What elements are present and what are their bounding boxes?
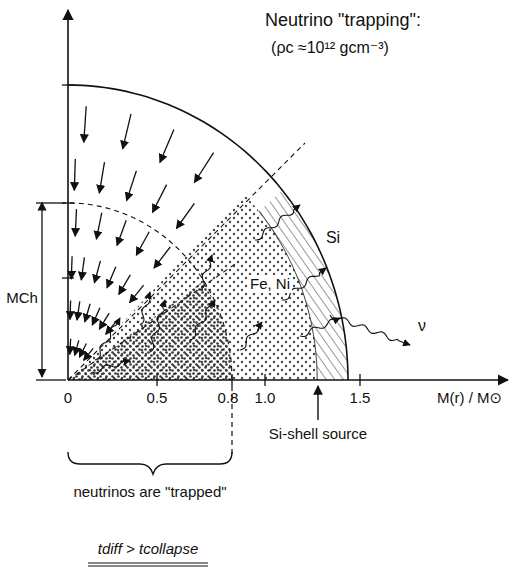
infall-arrow	[74, 159, 75, 191]
infall-arrow	[107, 267, 116, 288]
infall-arrow	[70, 339, 71, 355]
infall-arrow	[130, 285, 144, 303]
infall-arrow	[99, 313, 109, 329]
infall-arrow	[160, 129, 174, 162]
infall-arrow	[154, 247, 170, 268]
axis-label: MCh	[4, 289, 40, 306]
infall-arrow	[94, 261, 100, 283]
shell-label: Si	[324, 229, 342, 247]
shell-boundary	[259, 211, 317, 380]
neutrino-path	[240, 322, 262, 350]
infall-arrow	[92, 308, 100, 325]
neutrino-path	[140, 292, 150, 325]
axis-label: M(r) / M⊙	[437, 389, 502, 406]
dashed-diagonal	[68, 143, 305, 380]
infall-arrow	[84, 348, 94, 360]
shell-source-label: Si-shell source	[269, 425, 367, 442]
infall-arrow	[153, 185, 167, 213]
infall-arrow	[176, 203, 194, 228]
dashed-diagonal	[68, 262, 238, 380]
infall-arrow	[194, 153, 213, 183]
stellar-surface-arc	[68, 85, 348, 380]
neutrino-label: ν	[418, 317, 426, 335]
infall-arrow	[117, 220, 126, 245]
title: Neutrino "trapping":	[265, 10, 421, 31]
core-label: Fe, Ni	[248, 275, 292, 292]
infall-arrow	[81, 257, 84, 280]
trapping-note: neutrinos are "trapped"	[73, 483, 226, 500]
tick-label: 0.5	[147, 389, 168, 406]
infall-arrow	[84, 106, 86, 142]
infall-arrow	[79, 344, 86, 358]
infall-arrow	[75, 340, 79, 355]
infall-arrow	[85, 304, 90, 322]
infall-arrow	[77, 301, 80, 320]
infall-arrow	[75, 209, 76, 236]
neutrino-path	[190, 300, 215, 340]
infall-arrow	[127, 171, 137, 201]
neutrino-path	[300, 318, 340, 337]
neutrino-path	[330, 315, 410, 345]
infall-arrow	[99, 162, 104, 193]
tick-label: 1.5	[350, 389, 371, 406]
infall-arrow	[96, 213, 101, 240]
tick-label: 0.8	[218, 389, 239, 406]
infall-arrow	[123, 114, 131, 149]
trapping-sphere	[68, 203, 232, 380]
infall-arrow	[119, 275, 131, 295]
density-note: (ρc ≈10¹² gcm⁻³)	[271, 39, 389, 57]
neutrino-path	[255, 205, 300, 240]
infall-arrow	[69, 300, 71, 319]
infall-arrow	[136, 232, 149, 256]
timescale-condition: tdiff > tcollapse	[98, 540, 198, 557]
trapping-region	[68, 282, 232, 380]
neutrino-path	[150, 300, 165, 352]
neutrino-path	[200, 255, 212, 290]
neutrino-path	[95, 318, 120, 360]
neutrino-path	[92, 360, 130, 373]
tick-label: 0	[64, 389, 72, 406]
infall-arrow	[71, 256, 73, 279]
tick-label: 1.0	[255, 389, 276, 406]
